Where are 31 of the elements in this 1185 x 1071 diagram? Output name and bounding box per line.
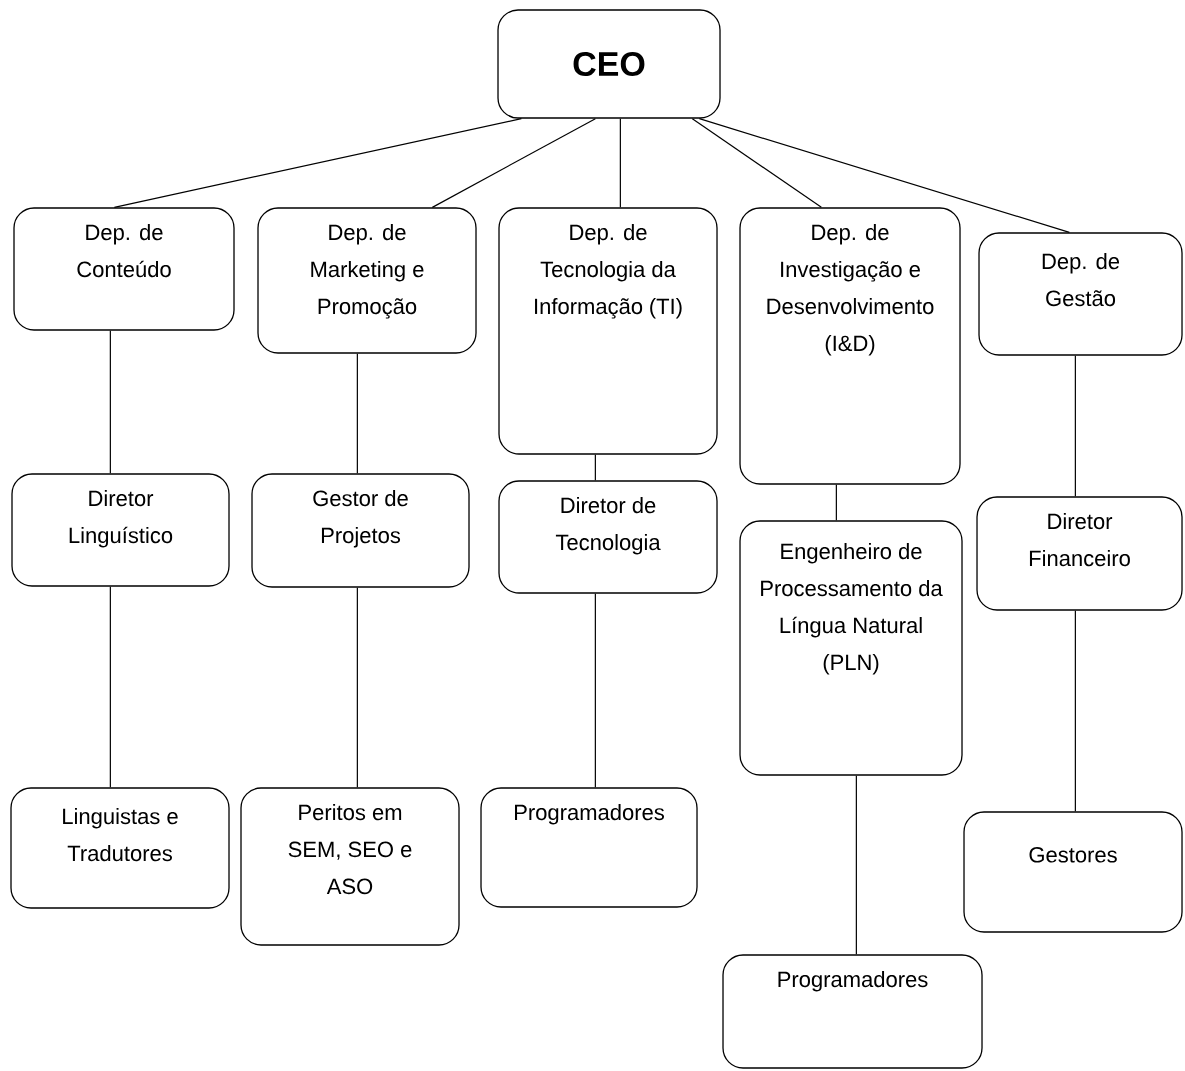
connector-line — [1074, 355, 1076, 497]
org-box: Dep. de Marketing e Promoção — [257, 207, 477, 354]
connector-line — [594, 454, 596, 481]
connector-line — [698, 118, 1070, 233]
org-box: Diretor Linguístico — [11, 473, 230, 587]
org-box: Diretor Financeiro — [976, 496, 1183, 611]
org-box: Gestor de Projetos — [251, 473, 470, 588]
org-box: Engenheiro de Processamento da Língua Natural (PLN) — [739, 520, 963, 776]
connector-line — [356, 353, 358, 474]
org-box: Dep. de Conteúdo — [13, 207, 235, 331]
connector-line — [431, 118, 596, 208]
org-box: Gestores — [963, 811, 1183, 933]
connector-line — [835, 484, 837, 521]
org-box: Programadores — [480, 787, 698, 908]
connector-line — [619, 118, 621, 208]
connector-line — [109, 586, 111, 788]
org-box: Peritos em SEM, SEO e ASO — [240, 787, 460, 946]
org-box: Linguistas e Tradutores — [10, 787, 230, 909]
top-box: CEO — [497, 9, 721, 119]
org-box: Dep. de Investigação e Desenvolvimento (I&D) — [739, 207, 961, 485]
connector-line — [356, 587, 358, 788]
org-box: Programadores — [722, 954, 983, 1069]
org-box: Dep. de Tecnologia da Informação (TI) — [498, 207, 718, 455]
org-box: Diretor de Tecnologia — [498, 480, 718, 594]
connector-line — [113, 118, 522, 208]
connector-line — [855, 775, 857, 955]
connector-line — [594, 593, 596, 788]
connector-line — [1074, 610, 1076, 812]
connector-line — [691, 118, 822, 208]
org-box: Dep. de Gestão — [978, 232, 1183, 356]
connector-line — [109, 330, 111, 474]
